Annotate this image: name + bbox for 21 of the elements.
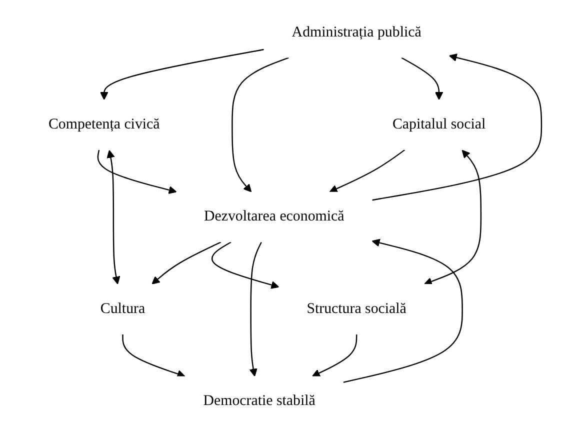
arrow <box>100 48 264 100</box>
arrow <box>312 334 358 377</box>
node-text: Structura socială <box>306 300 406 317</box>
arrow <box>152 242 222 284</box>
arrow <box>232 57 289 192</box>
node-text: Dezvoltarea economică <box>204 208 344 224</box>
arrow <box>106 150 120 284</box>
node-text: Capitalul social <box>392 116 486 132</box>
arrow <box>329 149 406 193</box>
node-text: Competența civică <box>48 116 160 132</box>
node-text: Administrația publică <box>292 24 422 40</box>
arrow <box>372 54 542 201</box>
arrow <box>424 150 482 286</box>
arrow <box>212 242 280 289</box>
node-text: Democratie stabilă <box>203 393 316 409</box>
arrow <box>97 150 177 194</box>
arrow <box>343 238 463 383</box>
arrow <box>401 57 444 100</box>
node-text: Cultura <box>100 300 146 317</box>
arrow <box>249 242 262 377</box>
arrow <box>122 334 186 378</box>
